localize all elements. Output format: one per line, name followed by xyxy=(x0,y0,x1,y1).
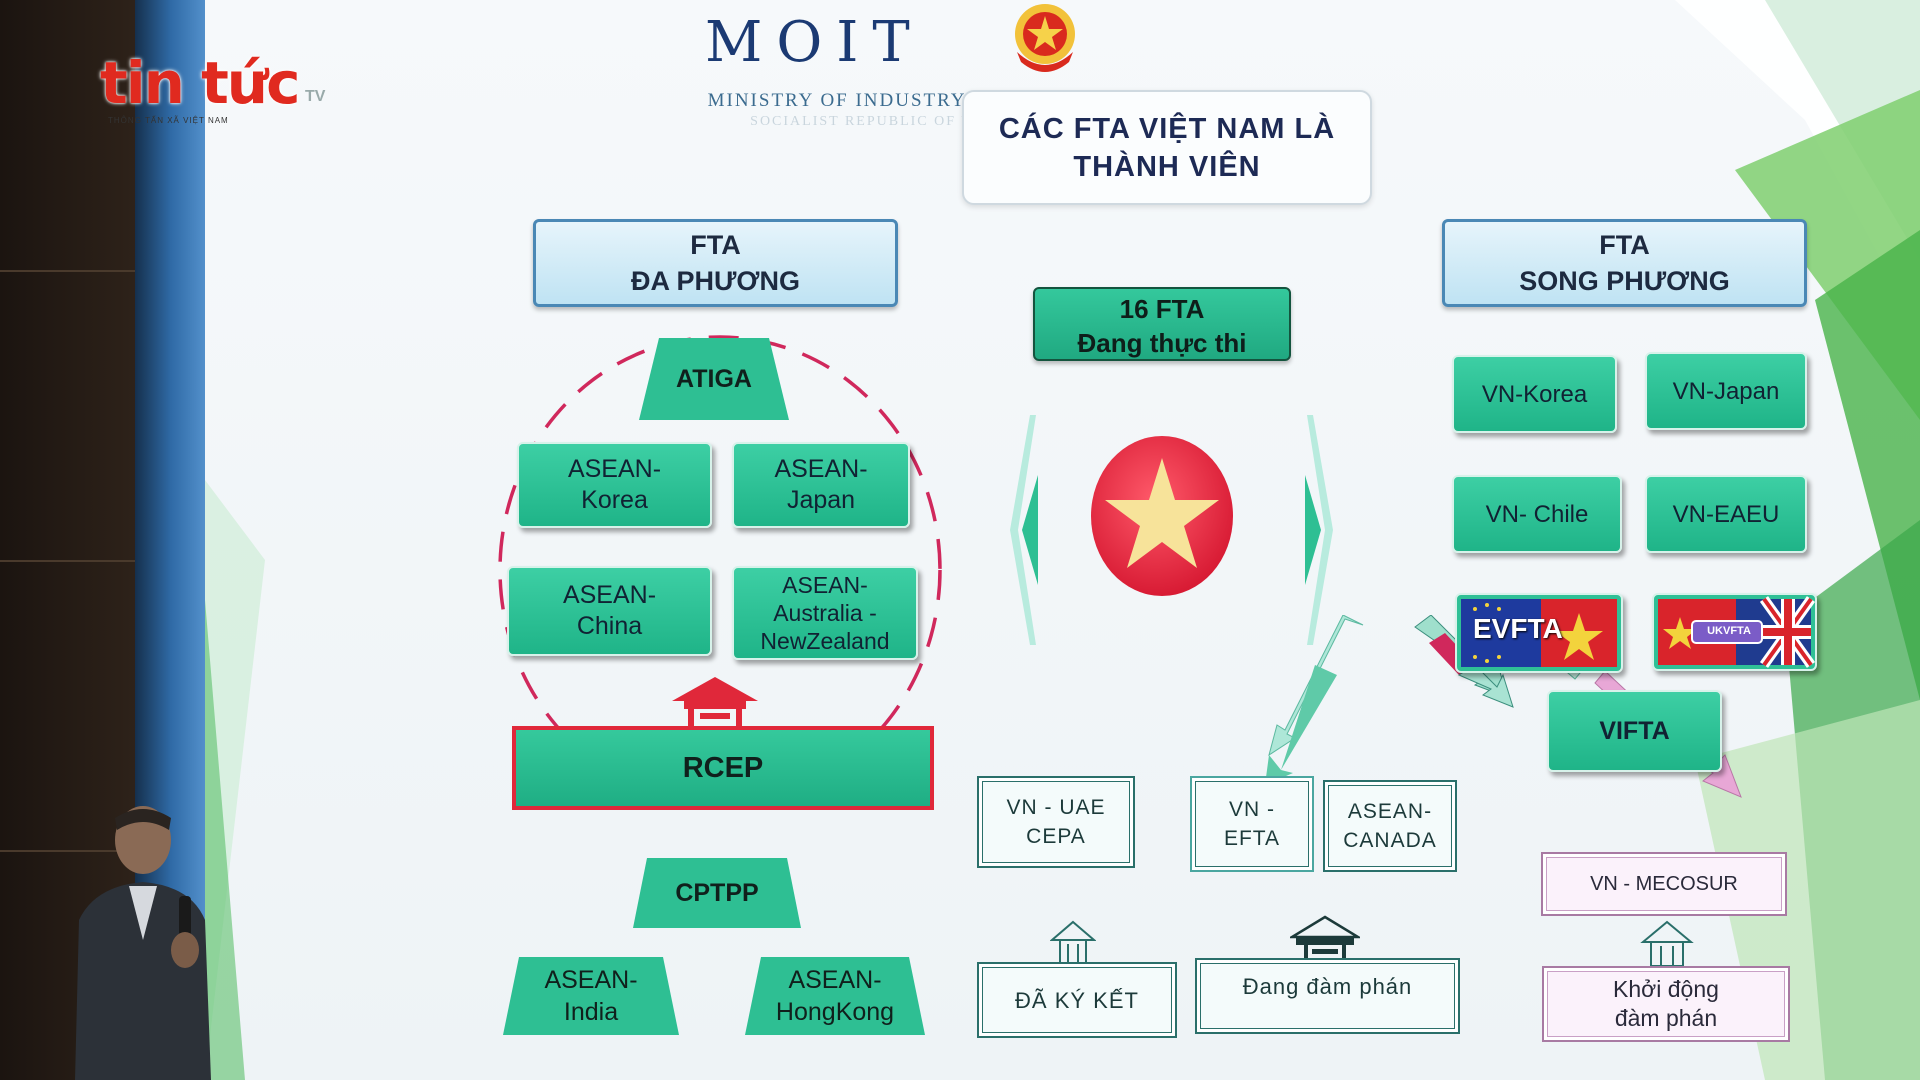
evfta-button: EVFTA xyxy=(1455,593,1623,673)
asean-india: ASEAN- India xyxy=(544,966,638,1026)
cptpp-label: CPTPP xyxy=(675,878,759,907)
asean-korea: ASEAN- Korea xyxy=(517,442,712,528)
asean-china: ASEAN- China xyxy=(507,566,712,656)
atiga-shape xyxy=(639,338,789,420)
rcep-box: RCEP xyxy=(512,726,934,810)
eu-vietnam-flag-icon xyxy=(1461,599,1617,667)
vn-efta: VN - EFTA xyxy=(1190,776,1314,872)
asean-australia-newzealand: ASEAN- Australia - NewZealand xyxy=(732,566,918,660)
tintuc-logo: tin tức TV THÔNG TẤN XÃ VIỆT NAM xyxy=(100,48,330,128)
launching-arrow-icon xyxy=(1640,920,1694,967)
legend-negotiating: Đang đàm phán xyxy=(1195,958,1460,1034)
multilateral-header-text: FTA ĐA PHƯƠNG xyxy=(631,230,800,296)
tintuc-tv: TV xyxy=(305,88,326,105)
presentation-slide: MOIT MINISTRY OF INDUSTRY AND TRADE SOCI… xyxy=(205,0,1920,1080)
moit-wordmark: MOIT xyxy=(705,10,924,75)
asean-canada: ASEAN- CANADA xyxy=(1323,780,1457,872)
vn-japan: VN-Japan xyxy=(1645,352,1807,430)
vn-korea: VN-Korea xyxy=(1452,355,1617,433)
vietnam-flag-icon xyxy=(1091,436,1233,596)
house-connector-icon xyxy=(672,677,758,727)
slide-title: CÁC FTA VIỆT NAM LÀ THÀNH VIÊN xyxy=(962,90,1372,205)
asean-hongkong: ASEAN- HongKong xyxy=(775,966,895,1026)
left-chevron-icon xyxy=(1010,415,1038,645)
evfta-label: EVFTA xyxy=(1473,613,1563,644)
slide-decoration xyxy=(205,0,1920,1080)
legend-signed: ĐÃ KÝ KẾT xyxy=(977,962,1177,1038)
vn-mercosur: VN - MECOSUR xyxy=(1541,852,1787,916)
bilateral-header: FTA SONG PHƯƠNG xyxy=(1442,219,1807,307)
fta-count-status: Đang thực thi xyxy=(1077,328,1247,358)
fta-count-number: 16 FTA xyxy=(1119,294,1205,324)
national-emblem-icon xyxy=(1015,4,1075,72)
vn-eaeu: VN-EAEU xyxy=(1645,475,1807,553)
signed-arrow-icon xyxy=(1050,920,1096,967)
vn-uae-cepa: VN - UAE CEPA xyxy=(977,776,1135,868)
vietnam-uk-flag-icon xyxy=(1658,596,1815,668)
asean-hongkong-shape xyxy=(745,957,925,1035)
asean-india-shape xyxy=(503,957,679,1035)
bilateral-header-text: FTA SONG PHƯƠNG xyxy=(1519,230,1730,296)
rcep-label: RCEP xyxy=(682,751,764,784)
ukvfta-button: UKVFTA xyxy=(1652,593,1817,671)
tintuc-wordmark: tin tức xyxy=(100,49,300,117)
tintuc-tagline: THÔNG TẤN XÃ VIỆT NAM xyxy=(108,116,229,125)
cptpp-shape xyxy=(633,858,801,928)
slide-title-text: CÁC FTA VIỆT NAM LÀ THÀNH VIÊN xyxy=(998,112,1336,183)
ukvfta-label: UKVFTA xyxy=(1707,625,1751,637)
right-chevron-icon xyxy=(1305,415,1333,645)
atiga-label: ATIGA xyxy=(676,364,752,393)
asean-japan: ASEAN- Japan xyxy=(732,442,910,528)
presenter-figure xyxy=(75,806,211,1080)
negotiating-house-icon xyxy=(1290,915,1360,961)
vn-chile: VN- Chile xyxy=(1452,475,1622,553)
vifta: VIFTA xyxy=(1547,690,1722,772)
legend-launching: Khởi động đàm phán xyxy=(1542,966,1790,1042)
multilateral-header: FTA ĐA PHƯƠNG xyxy=(533,219,898,307)
